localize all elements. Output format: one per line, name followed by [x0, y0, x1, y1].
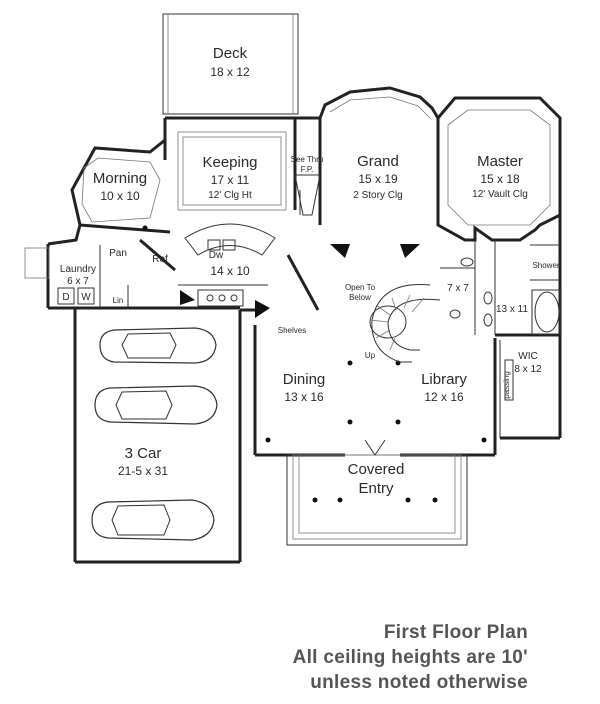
dining-name: Dining: [283, 371, 326, 388]
wic-size: 8 x 12: [514, 364, 542, 375]
stair-up-label: Up: [365, 351, 376, 360]
room-labels: Deck 18 x 12 Keeping 17 x 11 12' Clg Ht …: [60, 45, 542, 497]
caption-title: First Floor Plan: [383, 622, 528, 643]
linen-label: Lin: [113, 296, 124, 305]
dining-size: 13 x 16: [284, 390, 324, 404]
staircase: [369, 283, 441, 363]
open-to-label: Open To: [345, 283, 376, 292]
morning-size: 10 x 10: [100, 189, 140, 203]
morning-name: Morning: [93, 170, 147, 187]
master-name: Master: [477, 153, 523, 170]
dw-label: Dw: [209, 250, 224, 261]
shower-label: Shower: [532, 261, 559, 270]
garage-cars: [91, 327, 218, 541]
master-note: 12' Vault Clg: [472, 189, 528, 200]
master-bay-wall: [436, 96, 562, 215]
bath-fixtures: [449, 257, 561, 401]
caption-line-3: unless noted otherwise: [310, 672, 528, 693]
washer-label: W: [81, 292, 91, 303]
fixture-labels: See Thru F.P. Pan Ref Dw Open To Below U…: [62, 155, 560, 399]
keeping-name: Keeping: [202, 154, 257, 171]
deck-size: 18 x 12: [210, 65, 250, 79]
master-size: 15 x 18: [480, 172, 520, 186]
kitchen-size: 14 x 10: [210, 264, 250, 278]
ref-label: Ref: [152, 254, 168, 265]
laundry-fixtures: [24, 247, 95, 305]
wic-name: WIC: [518, 351, 537, 362]
deck-name: Deck: [213, 45, 248, 62]
bath-size-label: 13 x 11: [496, 304, 528, 315]
pantry-label: Pan: [109, 248, 127, 259]
laundry-name: Laundry: [60, 264, 96, 275]
caption-line-2: All ceiling heights are 10': [292, 647, 528, 668]
keeping-note: 12' Clg Ht: [208, 190, 252, 201]
closet-size-label: 7 x 7: [447, 283, 469, 294]
passing-label: passing: [502, 371, 511, 399]
library-name: Library: [421, 371, 467, 388]
plan-caption: First Floor Plan All ceiling heights are…: [293, 620, 528, 695]
car-3: [91, 499, 215, 541]
see-thru-label: See Thru: [291, 155, 324, 164]
deck-area: [162, 13, 299, 115]
covered-entry-area: [286, 439, 468, 546]
covered-entry-line2: Entry: [358, 480, 394, 497]
covered-entry-line1: Covered: [348, 461, 405, 478]
garage-name: 3 Car: [125, 445, 162, 462]
keeping-size: 17 x 11: [211, 173, 250, 187]
grand-name: Grand: [357, 153, 399, 170]
car-1: [99, 327, 217, 364]
fireplace: [294, 174, 321, 216]
laundry-size: 6 x 7: [67, 276, 89, 287]
library-size: 12 x 16: [424, 390, 464, 404]
garage-size: 21-5 x 31: [118, 464, 168, 478]
floor-plan-drawing: Deck 18 x 12 Keeping 17 x 11 12' Clg Ht …: [24, 13, 562, 564]
exterior-wall: [47, 86, 562, 330]
grand-size: 15 x 19: [358, 172, 398, 186]
fp-label: F.P.: [301, 165, 314, 174]
dryer-label: D: [62, 292, 69, 303]
car-2: [94, 385, 218, 425]
grand-note: 2 Story Clg: [353, 190, 402, 201]
below-label: Below: [349, 293, 371, 302]
kitchen-island: [184, 223, 276, 307]
column-markers: [142, 225, 487, 503]
shelves-label: Shelves: [278, 326, 306, 335]
